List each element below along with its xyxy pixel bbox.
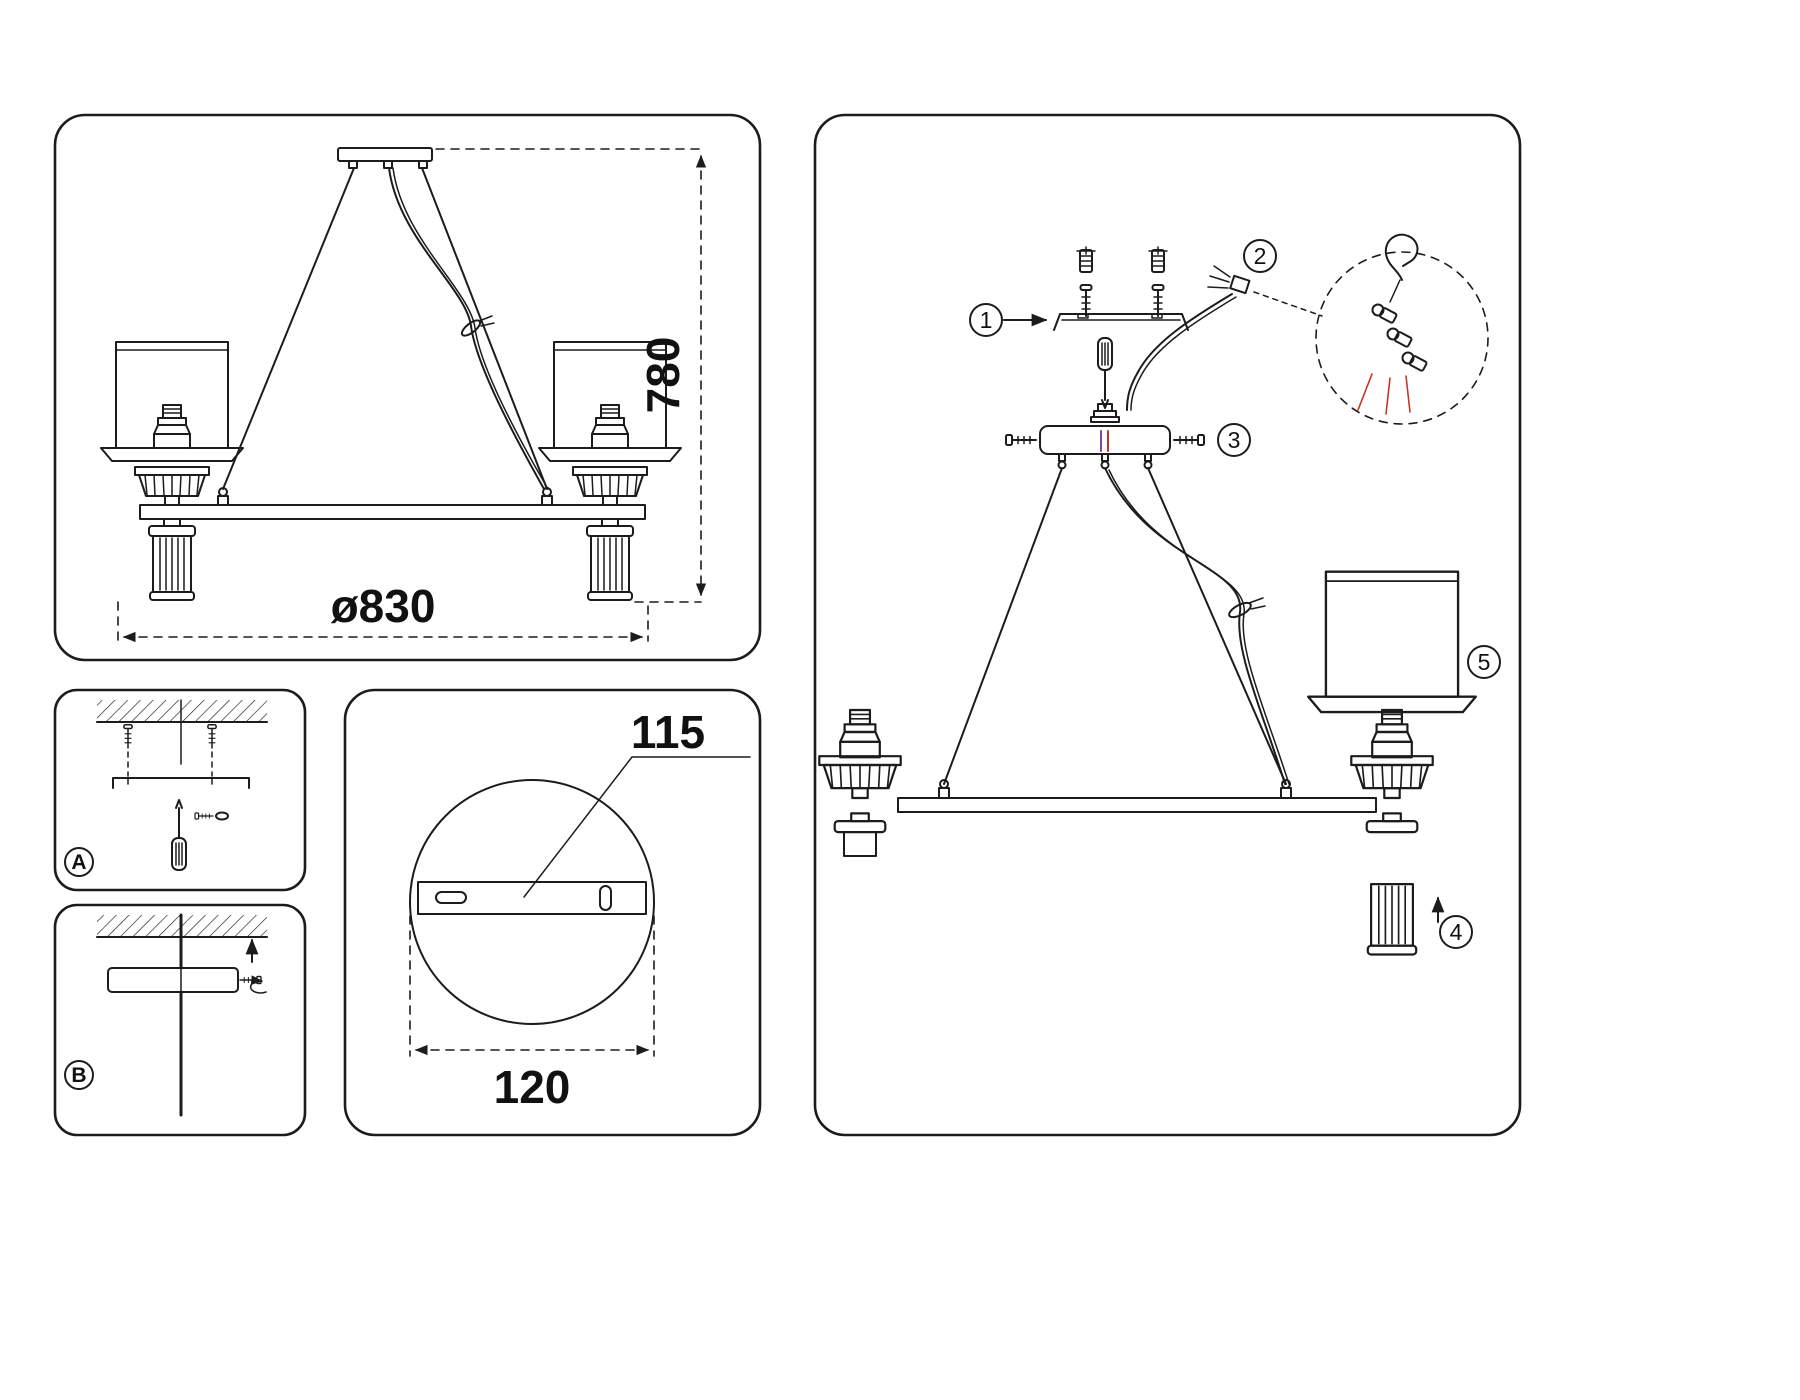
cable-tie (1228, 597, 1266, 619)
step2-wiring-group: 2 (1126, 233, 1489, 425)
threaded-coupling (1090, 403, 1120, 423)
lamp-right-exploded (1307, 570, 1477, 956)
ceiling-screw-right (207, 724, 217, 749)
ceiling-plate (337, 147, 433, 169)
dimension-canopy-diameter: 120 (409, 915, 655, 1113)
callout-a: A (64, 847, 94, 877)
callout-b: B (64, 1060, 94, 1090)
panel-overall-dimensions: 780 ø830 (53, 113, 762, 662)
svg-text:2: 2 (1254, 243, 1267, 269)
suspension-cables (217, 167, 553, 506)
mounting-screw-icon (1151, 284, 1165, 317)
screwdriver-icon (1097, 337, 1113, 409)
panel-canopy-plan: 115 120 (343, 688, 762, 1137)
svg-text:3: 3 (1228, 427, 1241, 453)
canopy-hang-posts (1057, 453, 1153, 470)
canopy-diameter-label: 120 (494, 1061, 571, 1113)
fixture-bar (897, 797, 1377, 813)
mounting-bracket (1053, 313, 1189, 331)
callout-2: 2 (1243, 239, 1277, 273)
lamp-left (100, 341, 244, 601)
screwdriver-icon (171, 799, 187, 871)
panel-step-b: B (53, 903, 307, 1137)
svg-text:5: 5 (1478, 649, 1491, 675)
canopy (1039, 425, 1171, 455)
callout-5: 5 (1467, 645, 1501, 679)
diameter-label: ø830 (331, 580, 436, 632)
svg-text:1: 1 (980, 307, 993, 333)
lamp-left-partial (818, 708, 902, 857)
fixture-bar (139, 504, 646, 520)
dimension-hole-spacing: 115 (523, 706, 751, 898)
svg-text:B: B (71, 1064, 86, 1087)
wall-anchor-icon (1148, 246, 1168, 273)
canopy-side-screw (239, 975, 262, 985)
ceiling-hatch (97, 700, 267, 722)
panel-step-a: A (53, 688, 307, 892)
svg-text:4: 4 (1450, 919, 1463, 945)
wiring-detail-bubble (1315, 233, 1489, 425)
assembly-cables (938, 467, 1292, 799)
canopy-side-view (107, 967, 239, 993)
hole-spacing-label: 115 (631, 706, 705, 758)
canopy-screw-right (1173, 434, 1205, 446)
callout-1: 1 (969, 303, 1003, 337)
callout-4: 4 (1439, 915, 1473, 949)
panel-assembly: 1 2 (813, 113, 1522, 1137)
mounting-bracket (112, 777, 250, 789)
screw-and-washer (194, 811, 229, 821)
dimension-height: 780 (435, 148, 707, 603)
wire-connector (1207, 265, 1251, 295)
canopy-bracket-plan (417, 881, 647, 915)
canopy-circle (409, 779, 655, 1025)
dimension-diameter: ø830 (117, 580, 649, 643)
step1-bracket-group: 1 (969, 246, 1189, 337)
height-label: 780 (637, 337, 689, 414)
canopy-screw-left (1005, 434, 1037, 446)
cable-tie (460, 315, 495, 337)
callout-3: 3 (1217, 423, 1251, 457)
step3-canopy-group: 3 (1005, 337, 1251, 470)
svg-text:A: A (71, 851, 86, 874)
ceiling-screw-left (123, 724, 133, 749)
mounting-screw-icon (1079, 284, 1093, 317)
wall-anchor-icon (1076, 246, 1096, 273)
